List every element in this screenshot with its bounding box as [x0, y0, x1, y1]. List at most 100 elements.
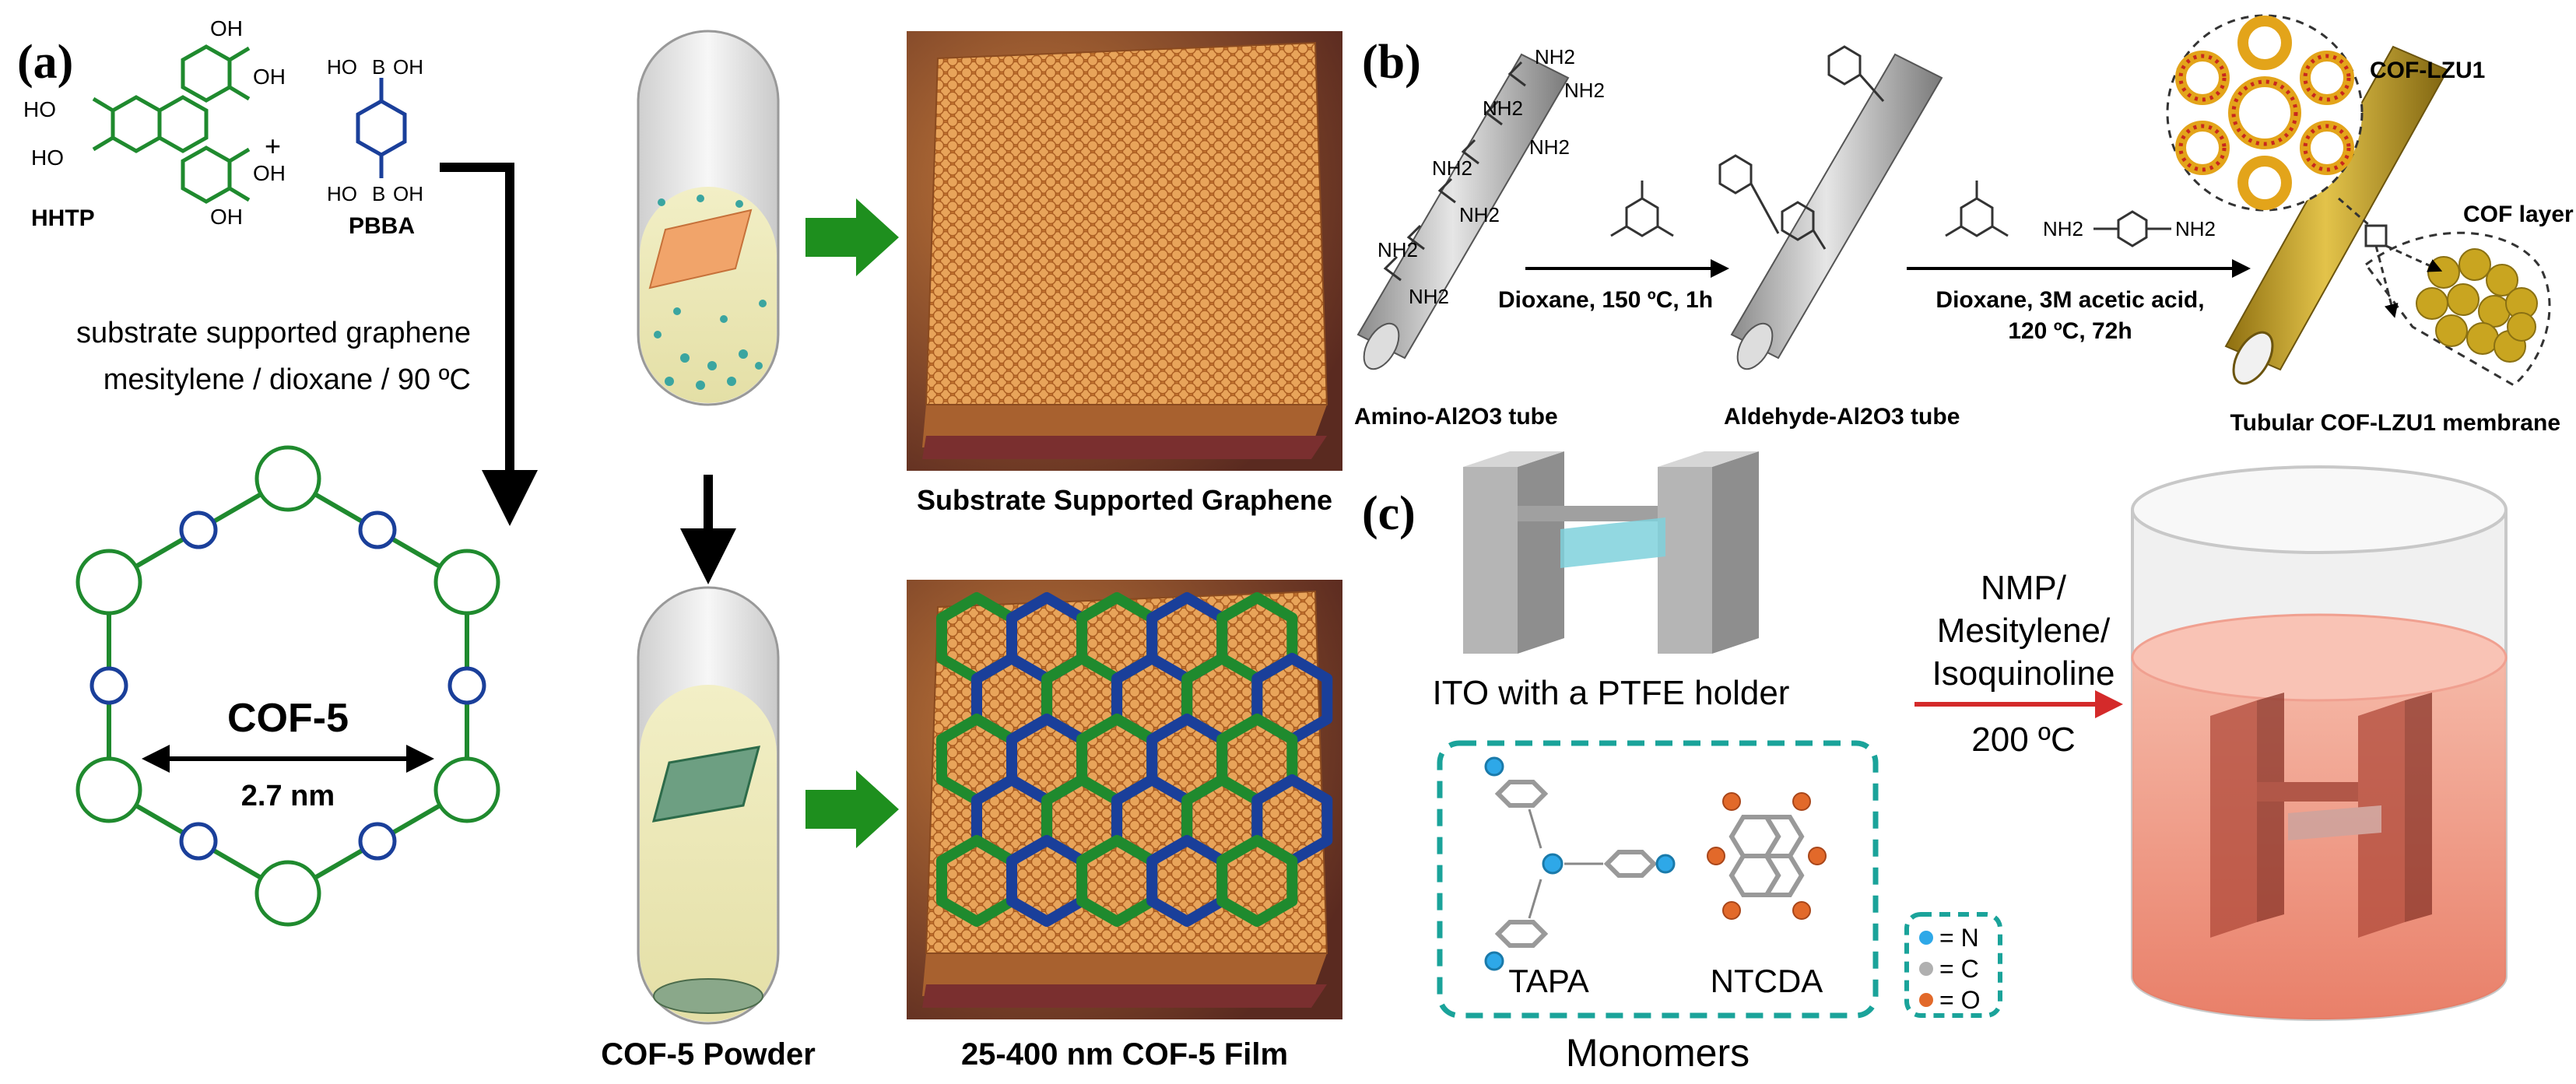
green-arrow-bottom: [805, 770, 899, 848]
tapa-molecule: [1484, 756, 1676, 971]
film-caption: 25-400 nm COF-5 Film: [961, 1037, 1288, 1072]
cof-film-sheet: [651, 745, 761, 823]
pbba-node: [179, 510, 218, 549]
nh2-label: NH2: [1409, 285, 1449, 308]
aldehyde-tube: [1718, 45, 1943, 370]
reaction-arrow-a: [440, 163, 538, 526]
hhtp-oh-4: OH: [210, 205, 243, 229]
condition-line-1: substrate supported graphene: [76, 317, 471, 349]
amino-tube: [1356, 53, 1570, 370]
hhtp-node: [75, 549, 142, 616]
amino-tube-label: Amino-Al2O3 tube: [1354, 404, 1558, 430]
diamine-molecule: [2093, 210, 2171, 247]
legend-c-label: = C: [1939, 955, 1979, 983]
nh2-label: NH2: [1483, 96, 1523, 120]
nh2-label: NH2: [1459, 203, 1500, 226]
diamine-nh2-right: NH2: [2175, 217, 2216, 240]
pbba-oh-bottom: OH: [393, 182, 423, 205]
powder-caption: COF-5 Powder: [601, 1037, 816, 1072]
hhtp-label: HHTP: [31, 205, 95, 231]
hhtp-node: [433, 756, 500, 823]
pbba-boronic-bottom: HO B OH: [327, 182, 423, 205]
nh2-labels: NH2 NH2 NH2 NH2 NH2 NH2 NH2 NH2: [1377, 45, 1605, 308]
cof-hex-overlay: [936, 592, 1333, 927]
hhtp-oh-1: OH: [210, 16, 243, 40]
legend-n-swatch: [1919, 931, 1933, 945]
hhtp-node: [75, 756, 142, 823]
membrane-label: Tubular COF-LZU1 membrane: [2230, 410, 2560, 436]
nh2-label: NH2: [1377, 238, 1418, 261]
panel-a: (a) OH OH HO HO OH OH HHTP + HO: [17, 16, 1342, 1072]
ptfe-holder: [1463, 451, 1759, 654]
graphene-sheet-top: [648, 209, 753, 289]
nh2-label: NH2: [1432, 156, 1472, 180]
ntcda-molecule: [1707, 792, 1827, 920]
hhtp-oh-2: OH: [253, 65, 286, 89]
holder-in-beaker: [2210, 693, 2432, 938]
pbba-label: PBBA: [349, 213, 415, 239]
nh2-label: NH2: [1564, 79, 1605, 102]
solvent-line-1: NMP/: [1981, 569, 2067, 607]
pbba-node: [358, 510, 397, 549]
monomers-title: Monomers: [1566, 1031, 1750, 1075]
legend-n-label: = N: [1939, 924, 1979, 952]
cof-layer-zoom: [2338, 197, 2551, 387]
panel-c-label: (c): [1362, 487, 1416, 540]
cof-hex-ring: [1216, 835, 1298, 927]
trialdehyde-molecule-1: [1610, 181, 1674, 237]
hhtp-node: [254, 860, 321, 927]
temperature-label: 200 ºC: [1971, 721, 2075, 759]
solvent-line-2: Mesitylene/: [1937, 612, 2111, 650]
pbba-node: [179, 822, 218, 861]
ntcda-label: NTCDA: [1711, 963, 1823, 999]
atom-legend-box: [1904, 912, 2002, 1018]
pbba-molecule: [356, 78, 407, 178]
pbba-ho-bottom: HO: [327, 182, 357, 205]
hhtp-molecule: [92, 44, 251, 204]
pbba-boronic-top: HO B OH: [327, 55, 423, 79]
panel-c: (c) ITO with a PTFE holder TA: [1362, 451, 2508, 1075]
monomer-box: [1437, 740, 1879, 1019]
pbba-node: [358, 822, 397, 861]
legend-o-label: = O: [1939, 986, 1980, 1014]
holder-label: ITO with a PTFE holder: [1433, 674, 1790, 712]
step2-condition-line-2: 120 ºC, 72h: [2008, 318, 2132, 344]
hhtp-node: [433, 549, 500, 616]
condition-line-2: mesitylene / dioxane / 90 ºC: [104, 363, 471, 396]
diamine-nh2-left: NH2: [2043, 217, 2083, 240]
pore-size-label: 2.7 nm: [241, 780, 335, 812]
cof-powder: [653, 978, 763, 1014]
pbba-node: [447, 666, 486, 705]
pbba-b-top: B: [372, 55, 385, 79]
cof-lzu1-label: COF-LZU1: [2370, 58, 2485, 83]
vial-top: [637, 30, 780, 406]
graphene-tile: [907, 31, 1342, 471]
legend-c-swatch: [1919, 962, 1933, 976]
vial-bottom: [637, 586, 780, 1025]
tapa-label: TAPA: [1508, 963, 1588, 999]
plus-sign: +: [265, 130, 281, 162]
pbba-b-bottom: B: [372, 182, 385, 205]
aldehyde-tube-label: Aldehyde-Al2O3 tube: [1724, 404, 1960, 430]
step1-condition: Dioxane, 150 ºC, 1h: [1498, 287, 1713, 313]
green-arrow-top: [805, 198, 899, 276]
trialdehyde-molecule-2: [1945, 181, 2009, 237]
cof5-framework: [75, 445, 500, 927]
cof-lzu1-zoom: [2166, 14, 2364, 212]
pbba-node: [89, 666, 128, 705]
pbba-oh-top: OH: [393, 55, 423, 79]
hhtp-node: [254, 445, 321, 512]
panel-b: (b) NH2 NH2 NH2 NH2 NH2 NH2 NH2 NH2 Amin: [1354, 14, 2574, 436]
cof-layer-label: COF layer: [2463, 202, 2574, 227]
pbba-ho-top: HO: [327, 55, 357, 79]
cof5-film-tile: [907, 580, 1342, 1019]
graphene-caption: Substrate Supported Graphene: [917, 484, 1332, 516]
nh2-label: NH2: [1529, 135, 1570, 159]
step2-condition-line-1: Dioxane, 3M acetic acid,: [1936, 287, 2204, 313]
hhtp-oh-3: OH: [253, 161, 286, 185]
cof5-label: COF-5: [227, 696, 349, 741]
nh2-label: NH2: [1535, 45, 1575, 68]
panel-a-label: (a): [17, 36, 73, 89]
solvent-line-3: Isoquinoline: [1932, 654, 2115, 693]
